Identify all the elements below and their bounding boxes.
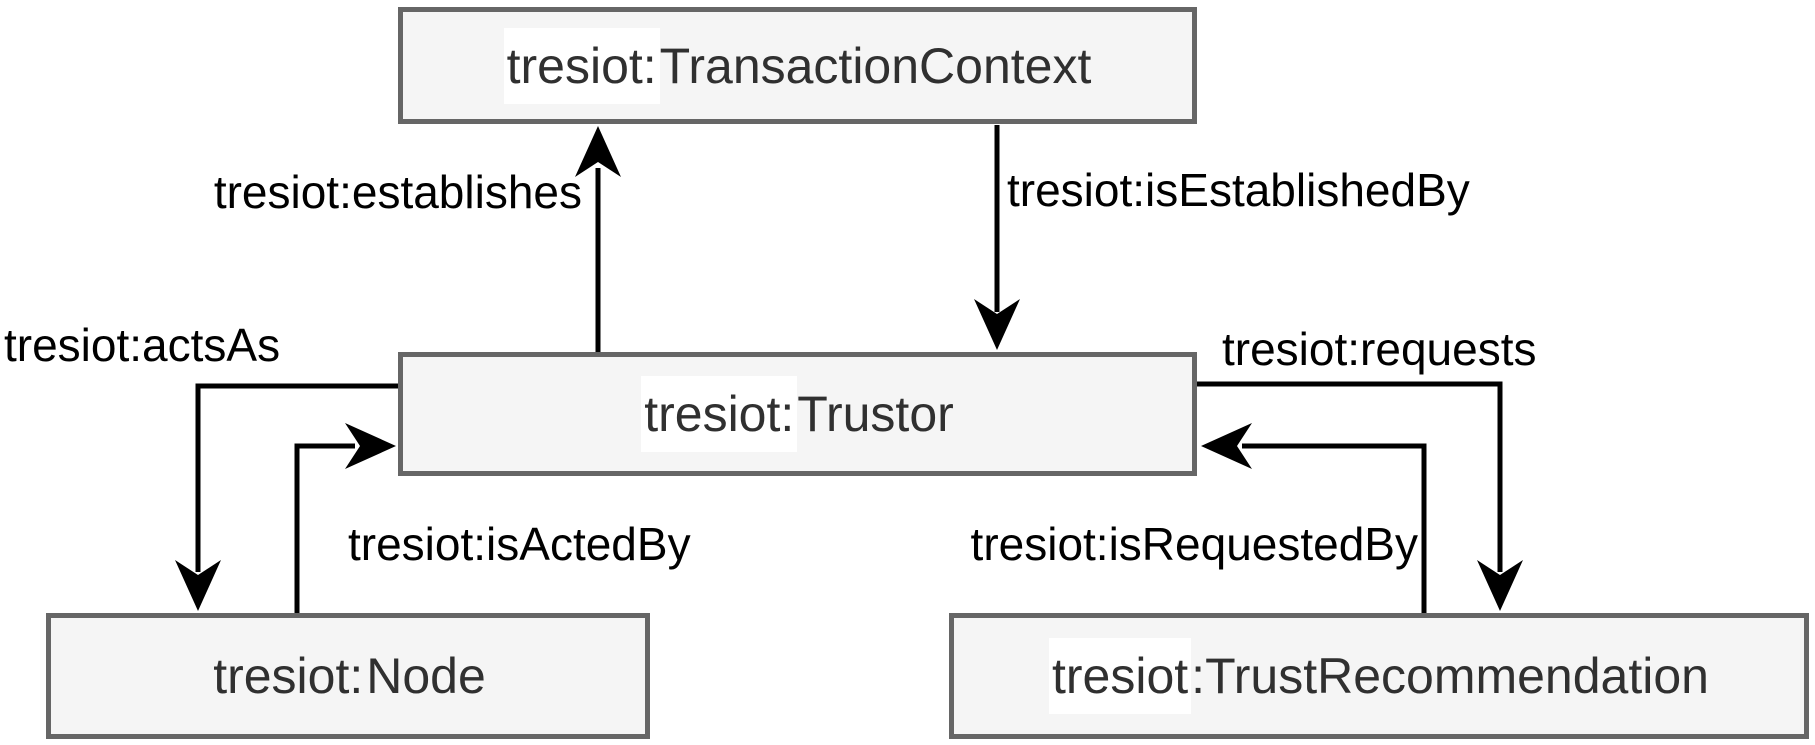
edge-label-acts-as: tresiot:actsAs — [4, 319, 281, 371]
arrowhead-right-icon — [345, 423, 396, 469]
node-prefix: tresiot: — [213, 648, 364, 704]
arrowhead-left-icon — [1201, 423, 1252, 469]
node-name: Node — [366, 648, 486, 704]
node-node: tresiot:Node — [46, 613, 650, 739]
edge-acts-as-line — [195, 383, 400, 572]
node-trust-recommendation: tresiot:TrustRecommendation — [949, 613, 1809, 739]
node-name: TransactionContext — [659, 37, 1092, 94]
node-name: :TrustRecommendation — [1191, 648, 1709, 704]
edge-is-requested-by-line — [1242, 443, 1427, 613]
arrowhead-down-icon — [974, 299, 1020, 350]
edge-requests-line — [1197, 381, 1503, 572]
node-name: Trustor — [797, 386, 954, 442]
arrowhead-down-icon — [175, 560, 221, 611]
edge-label-requests: tresiot:requests — [1222, 323, 1537, 375]
node-transaction-context: tresiot:TransactionContext — [398, 7, 1197, 124]
node-prefix: tresiot: — [641, 376, 798, 452]
node-trustor: tresiot:Trustor — [398, 352, 1197, 476]
edge-label-is-requested-by: tresiot:isRequestedBy — [970, 518, 1418, 570]
edge-label-establishes: tresiot:establishes — [213, 166, 582, 218]
node-prefix: tresiot — [1049, 638, 1192, 714]
edge-label-is-established-by: tresiot:isEstablishedBy — [1007, 164, 1470, 216]
edge-label-is-acted-by: tresiot:isActedBy — [348, 518, 691, 570]
arrowhead-up-icon — [575, 126, 621, 177]
edge-is-acted-by-line — [294, 443, 355, 613]
arrowhead-down-icon — [1477, 560, 1523, 611]
node-prefix: tresiot: — [503, 27, 660, 104]
